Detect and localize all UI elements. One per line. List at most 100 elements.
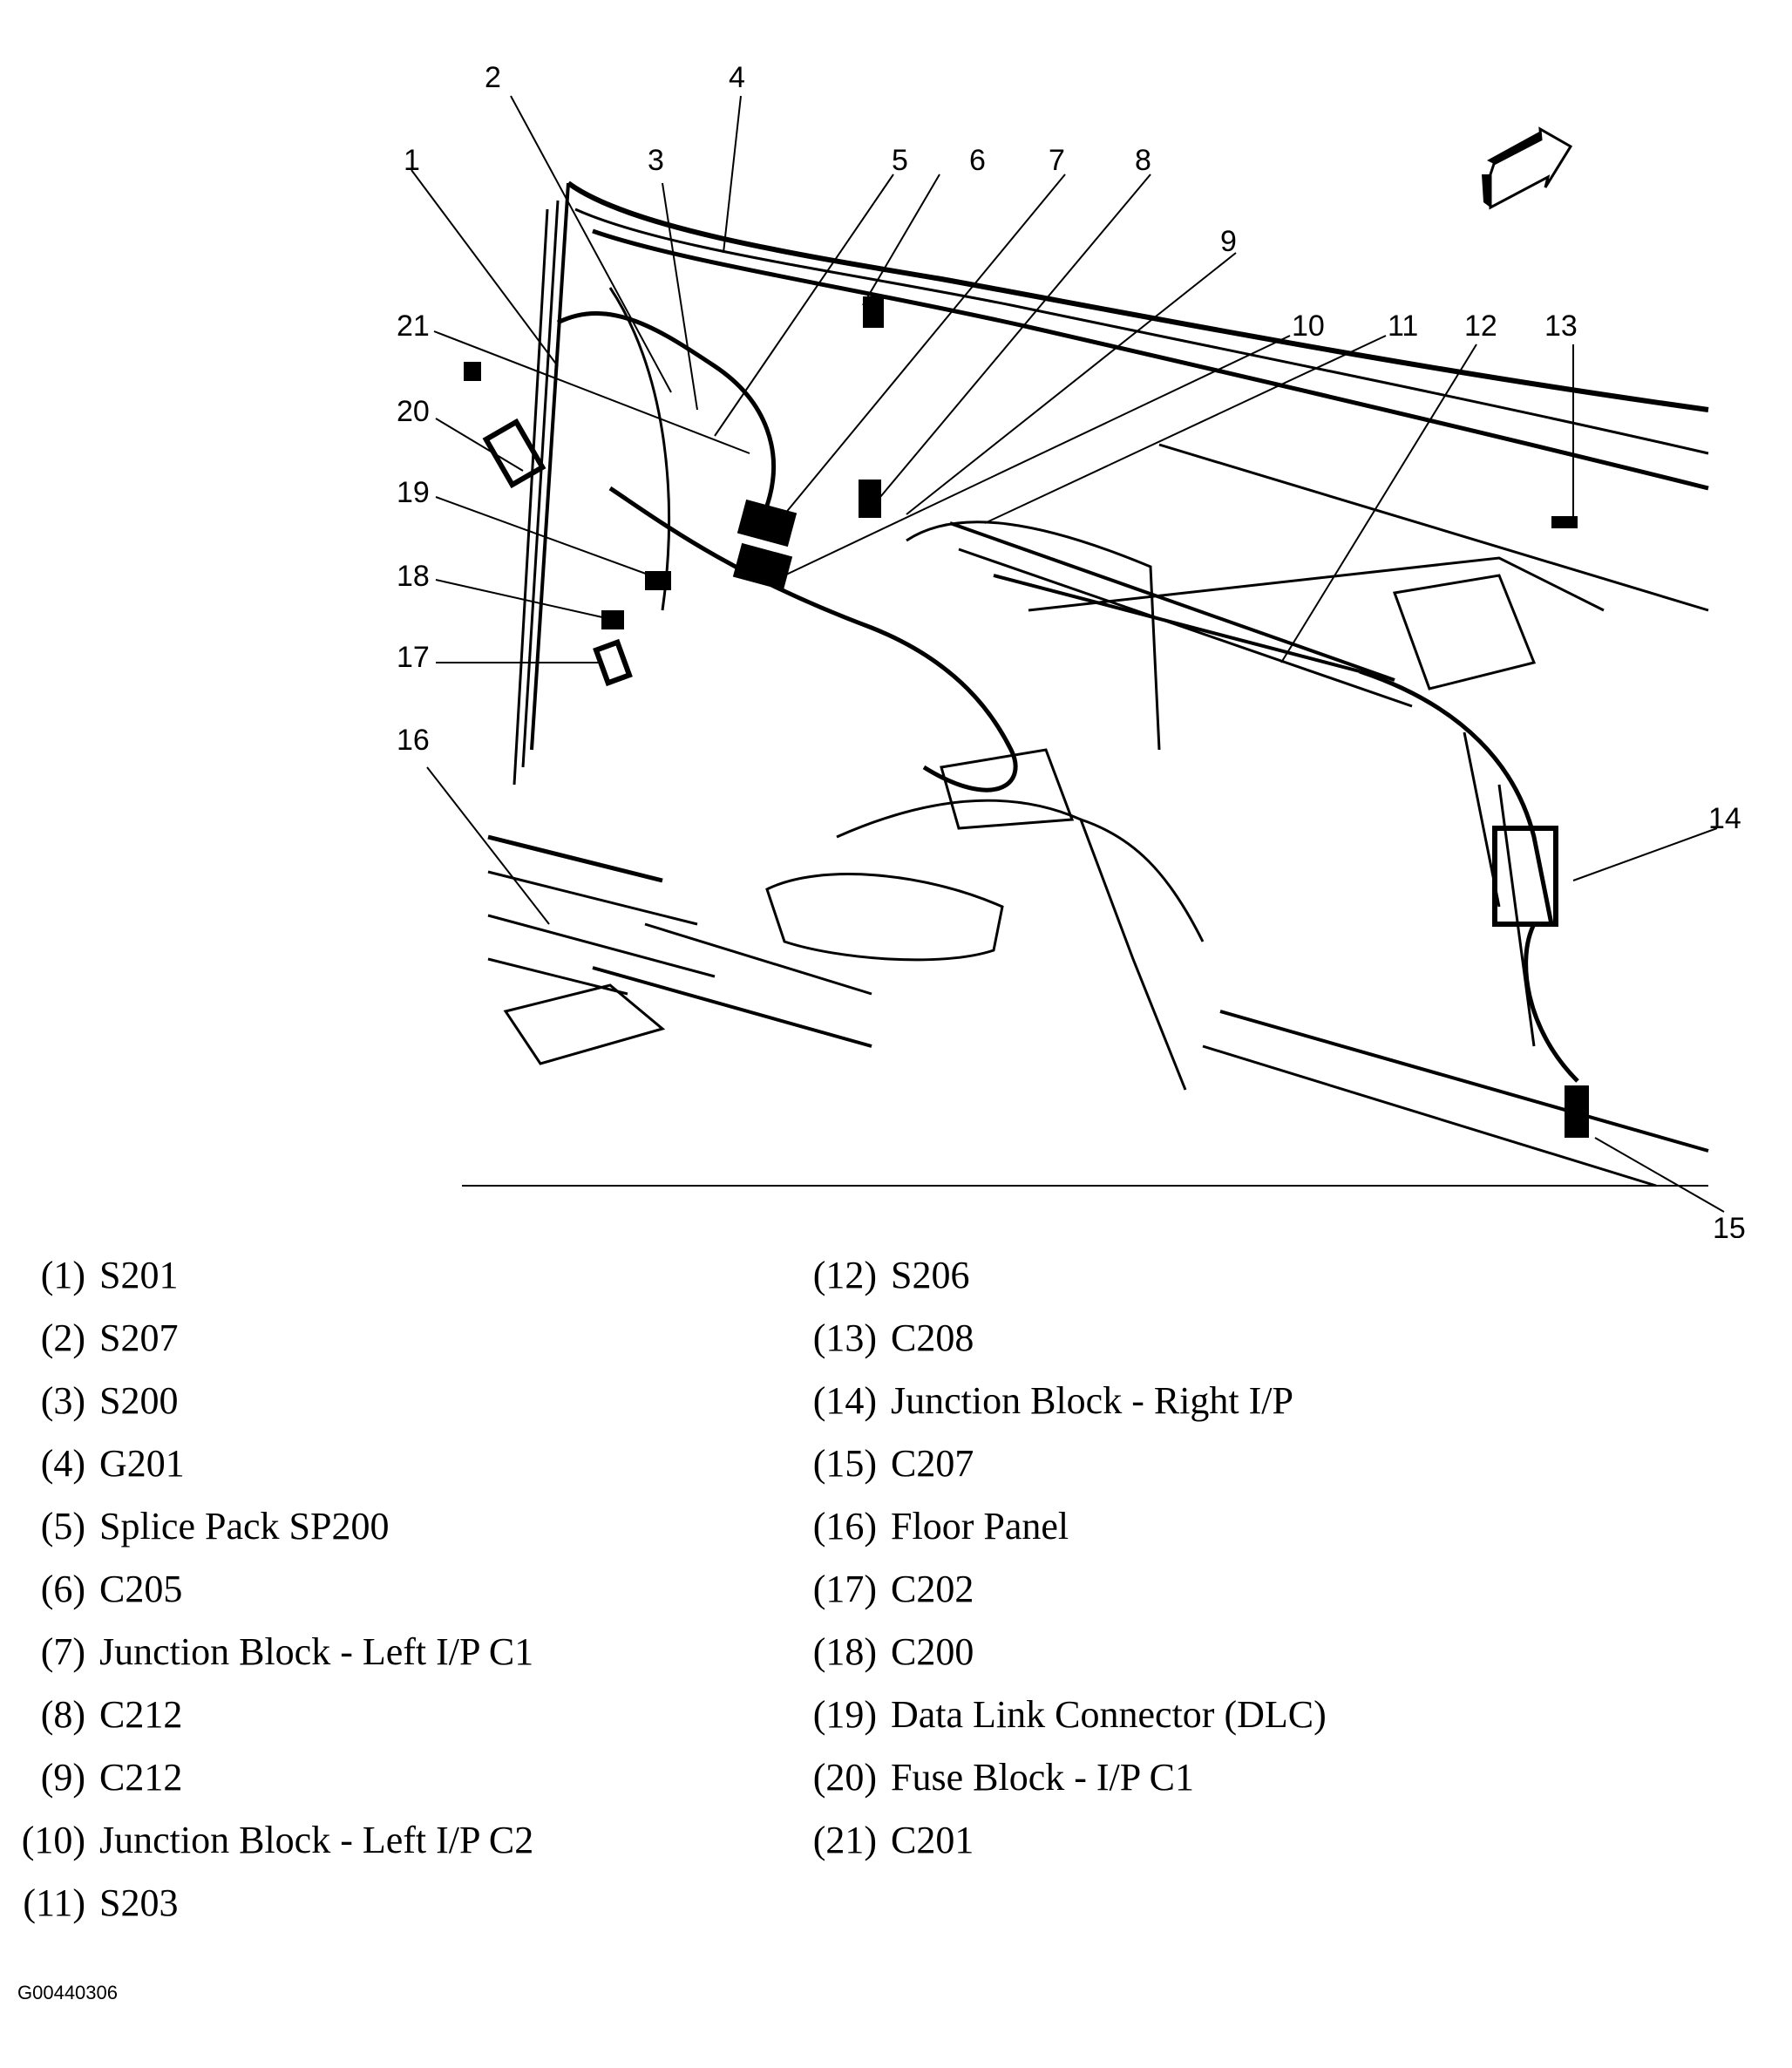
connector-c202	[593, 638, 633, 687]
callout-15: 15	[1713, 1212, 1746, 1238]
legend-number: (10)	[21, 1819, 85, 1861]
legend-label: C207	[891, 1442, 974, 1485]
callout-13: 13	[1544, 310, 1578, 343]
wiring-component-locator-drawing: 1 2 3 4 5 6 7 8 9 10 11 12 13 14 15 16 1…	[397, 61, 1746, 1238]
callout-21: 21	[397, 310, 430, 343]
legend-left-column: (1) S201 (2) S207 (3) S200 (4) G201 (5) Splic…	[0, 1244, 534, 1935]
legend-label: Junction Block - Left I/P C1	[99, 1630, 534, 1673]
callout-4: 4	[729, 61, 745, 94]
legend-number: (1)	[40, 1254, 85, 1296]
callout-labels: 1 2 3 4 5 6 7 8 9 10 11 12 13 14 15 16 1…	[397, 61, 1746, 1238]
connector-c205	[863, 296, 884, 328]
legend-item: (7) Junction Block - Left I/P C1	[0, 1621, 534, 1684]
legend-number: (3)	[40, 1379, 85, 1422]
callout-10: 10	[1292, 310, 1325, 343]
fuse-block-ip	[482, 418, 546, 489]
junction-block-right-ip	[1492, 826, 1558, 927]
legend-number: (6)	[40, 1568, 85, 1610]
legend-item: (8) C212	[0, 1684, 533, 1746]
components	[464, 296, 1589, 1138]
legend-number: (19)	[812, 1693, 877, 1736]
legend-number: (15)	[812, 1442, 877, 1485]
legend-item: (9) C212	[0, 1746, 533, 1809]
legend-item: (10) Junction Block - Left I/P C2	[0, 1809, 534, 1872]
callout-7: 7	[1049, 144, 1065, 177]
legend-item: (13)C208	[791, 1307, 1327, 1370]
legend-label: Fuse Block - I/P C1	[891, 1756, 1194, 1799]
legend-label: C202	[891, 1568, 974, 1610]
legend-item: (4) G201	[0, 1432, 533, 1495]
legend-number: (13)	[812, 1316, 877, 1359]
callout-3: 3	[648, 144, 664, 177]
figure-id: G00440306	[17, 1982, 118, 2003]
legend-label: S201	[99, 1254, 179, 1296]
legend-number: (7)	[40, 1630, 85, 1673]
legend-label: Floor Panel	[891, 1505, 1069, 1548]
legend-number: (20)	[812, 1756, 877, 1799]
legend-number: (9)	[40, 1756, 85, 1799]
legend-label: C212	[99, 1693, 183, 1736]
connector-c207	[1565, 1085, 1589, 1138]
callout-2: 2	[485, 61, 501, 94]
legend-item: (21) C201	[791, 1809, 1327, 1872]
legend-label: S206	[891, 1254, 970, 1296]
legend-item: (11) S203	[0, 1872, 533, 1935]
legend-number: (16)	[812, 1505, 877, 1548]
legend-number: (12)	[812, 1254, 877, 1296]
callout-19: 19	[397, 476, 430, 509]
callout-9: 9	[1220, 225, 1237, 258]
legend-item: (19) Data Link Connector (DLC)	[791, 1684, 1327, 1746]
connector-c200	[601, 610, 624, 629]
legend-number: (11)	[23, 1881, 85, 1924]
legend-item: (20) Fuse Block - I/P C1	[791, 1746, 1327, 1809]
legend-number: (18)	[812, 1630, 877, 1673]
legend-label: C212	[99, 1756, 183, 1799]
legend-label: S207	[99, 1316, 179, 1359]
legend-right-column: (12) S206 (13)C208 (14) Junction Block - R…	[791, 1244, 1327, 1872]
callout-20: 20	[397, 395, 430, 428]
legend-label: C205	[99, 1568, 183, 1610]
legend-label: Junction Block - Right I/P	[891, 1379, 1293, 1422]
connector-c212	[859, 480, 881, 518]
legend-item: (14) Junction Block - Right I/P	[791, 1370, 1327, 1432]
callout-12: 12	[1464, 310, 1497, 343]
legend-number: (14)	[812, 1379, 877, 1422]
callout-17: 17	[397, 641, 430, 674]
legend-label: Data Link Connector (DLC)	[891, 1693, 1327, 1736]
legend-item: (17) C202	[791, 1558, 1327, 1621]
legend-item: (16) Floor Panel	[791, 1495, 1327, 1558]
legend-number: (2)	[40, 1316, 85, 1359]
callout-5: 5	[892, 144, 908, 177]
connector-c208	[1551, 516, 1578, 528]
callout-16: 16	[397, 724, 430, 757]
legend-item: (2) S207	[0, 1307, 533, 1370]
legend-number: (8)	[40, 1693, 85, 1736]
callout-leaders	[411, 95, 1725, 1213]
legend-label: Splice Pack SP200	[99, 1505, 390, 1548]
legend-label: S203	[99, 1881, 179, 1924]
legend-label: G201	[99, 1442, 185, 1485]
junction-block-left-ip-c1	[736, 499, 798, 548]
legend-number: (5)	[40, 1505, 85, 1548]
connector-c201	[464, 362, 481, 381]
legend-label: S200	[99, 1379, 179, 1422]
legend-item: (5) Splice Pack SP200	[0, 1495, 533, 1558]
callout-11: 11	[1388, 310, 1418, 343]
legend-item: (15) C207	[791, 1432, 1327, 1495]
junction-block-left-ip-c2	[732, 542, 793, 591]
vehicle-body-lineart	[462, 180, 1709, 1187]
legend-label: Junction Block - Left I/P C2	[99, 1819, 534, 1861]
legend-number: (17)	[812, 1568, 877, 1610]
callout-18: 18	[397, 560, 430, 593]
callout-14: 14	[1708, 802, 1741, 835]
legend-label: C200	[891, 1630, 974, 1673]
legend-label: C201	[891, 1819, 974, 1861]
legend-item: (6) C205	[0, 1558, 533, 1621]
callout-6: 6	[969, 144, 986, 177]
legend-number: (4)	[40, 1442, 85, 1485]
legend-item: (18) C200	[791, 1621, 1327, 1684]
legend-number: (21)	[812, 1819, 877, 1861]
legend-item: (3) S200	[0, 1370, 533, 1432]
legend-item: (12) S206	[791, 1244, 1327, 1307]
callout-8: 8	[1135, 144, 1151, 177]
